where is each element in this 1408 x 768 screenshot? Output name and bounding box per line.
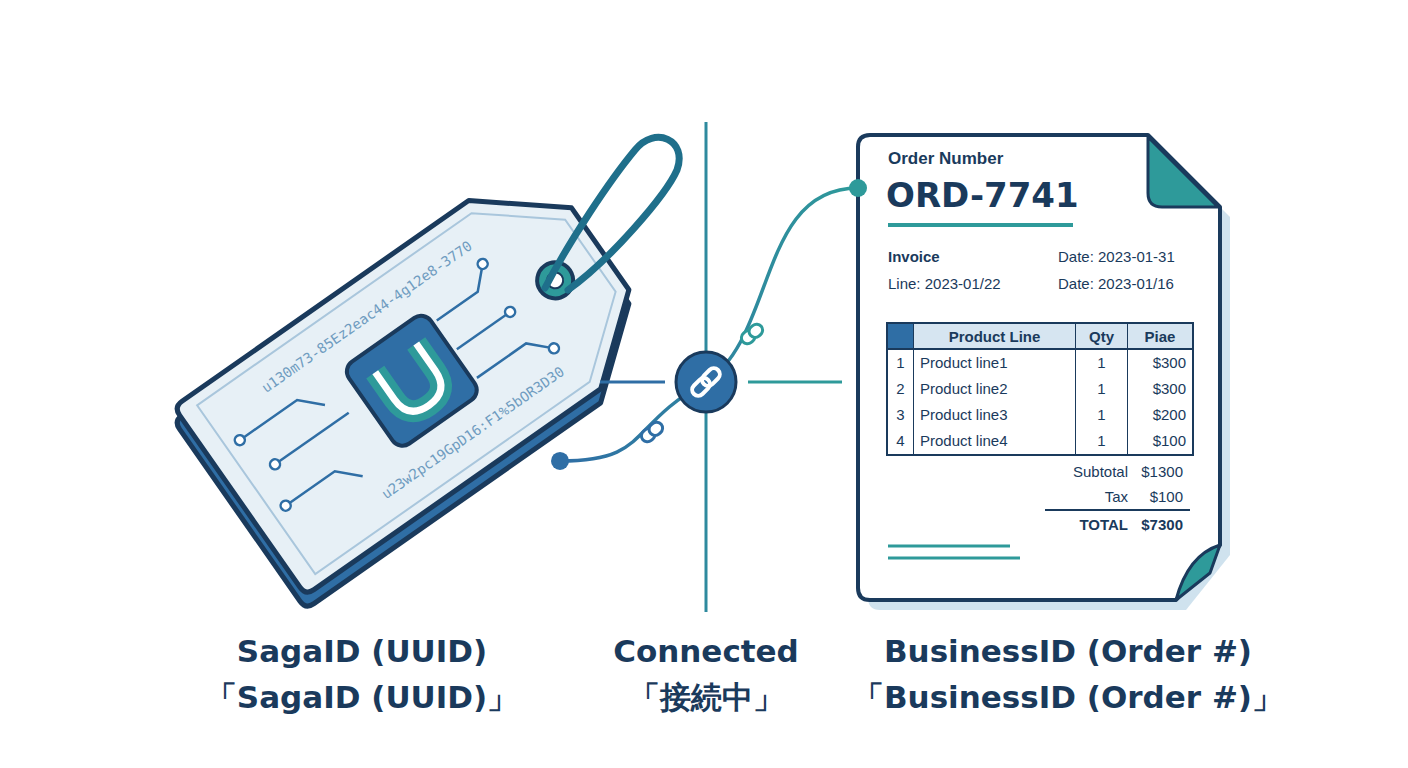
table-cell: $300: [1128, 350, 1192, 376]
table-cell: $200: [1128, 402, 1192, 428]
tag-loop: [545, 137, 679, 290]
id-badge: [342, 311, 481, 450]
table-cell: 1: [1076, 402, 1128, 428]
total-value: $7300: [1141, 516, 1183, 534]
caption-label: 「接続中」: [629, 679, 784, 716]
link-connector: [560, 188, 858, 461]
total-label: TOTAL: [1079, 516, 1128, 534]
total-rule: [1045, 509, 1190, 511]
order-underline: [888, 223, 1073, 227]
divider-line: [748, 381, 842, 384]
caption-label: Connected: [613, 633, 799, 670]
uuid-tag: u130m73-85Ez2eac44-4g12e8-3770u23w2pc19G…: [140, 150, 560, 610]
table-cell: $300: [1128, 376, 1192, 402]
field-heading: Order Number: [888, 149, 1003, 169]
product-table: Product LineQtyPiae1Product line11$3002P…: [886, 322, 1194, 456]
table-cell: 4: [888, 428, 914, 454]
table-header-cell: Piae: [1128, 324, 1192, 350]
total-value: $100: [1150, 488, 1183, 506]
table-header-cell: Product Line: [914, 324, 1076, 350]
divider-line: [705, 122, 708, 612]
caption-label: 「BusinessID (Order #)」: [853, 679, 1283, 716]
page-fold: [1148, 137, 1218, 207]
table-cell: Product line3: [914, 402, 1076, 428]
table-cell: 1: [1076, 428, 1128, 454]
table-header-corner: [888, 324, 914, 350]
table-cell: Product line2: [914, 376, 1076, 402]
table-cell: 1: [1076, 376, 1128, 402]
chain-links: [639, 322, 765, 445]
connector-endpoint: [551, 452, 569, 470]
table-header-cell: Qty: [1076, 324, 1128, 350]
total-label: Subtotal: [1073, 463, 1128, 481]
footer-lines: [888, 546, 1020, 558]
field-value: Date: 2023-01-31: [1058, 248, 1175, 266]
caption-label: SagaID (UUID): [237, 633, 487, 670]
edge-group: [551, 179, 867, 470]
field-value: Date: 2023-01/16: [1058, 275, 1174, 293]
table-cell: Product line1: [914, 350, 1076, 376]
tag-outline: [140, 150, 560, 610]
divider-line: [600, 381, 665, 384]
total-label: Tax: [1105, 488, 1128, 506]
table-cell: 3: [888, 402, 914, 428]
caption-label: BusinessID (Order #): [884, 633, 1252, 670]
order-document: Order NumberORD-7741InvoiceDate: 2023-01…: [858, 135, 1220, 600]
caption-label: 「SagaID (UUID)」: [206, 679, 518, 716]
link-symbol: [676, 352, 736, 412]
field-label: Invoice: [888, 248, 940, 266]
connector-endpoint: [849, 179, 867, 197]
field-value: Line: 2023-01/22: [888, 275, 1001, 293]
order-number: ORD-7741: [886, 175, 1079, 216]
table-cell: Product line4: [914, 428, 1076, 454]
table-cell: 1: [1076, 350, 1128, 376]
table-cell: 2: [888, 376, 914, 402]
tag-face: [174, 155, 666, 596]
table-cell: 1: [888, 350, 914, 376]
table-cell: $100: [1128, 428, 1192, 454]
page-curl: [1176, 545, 1220, 600]
total-value: $1300: [1141, 463, 1183, 481]
